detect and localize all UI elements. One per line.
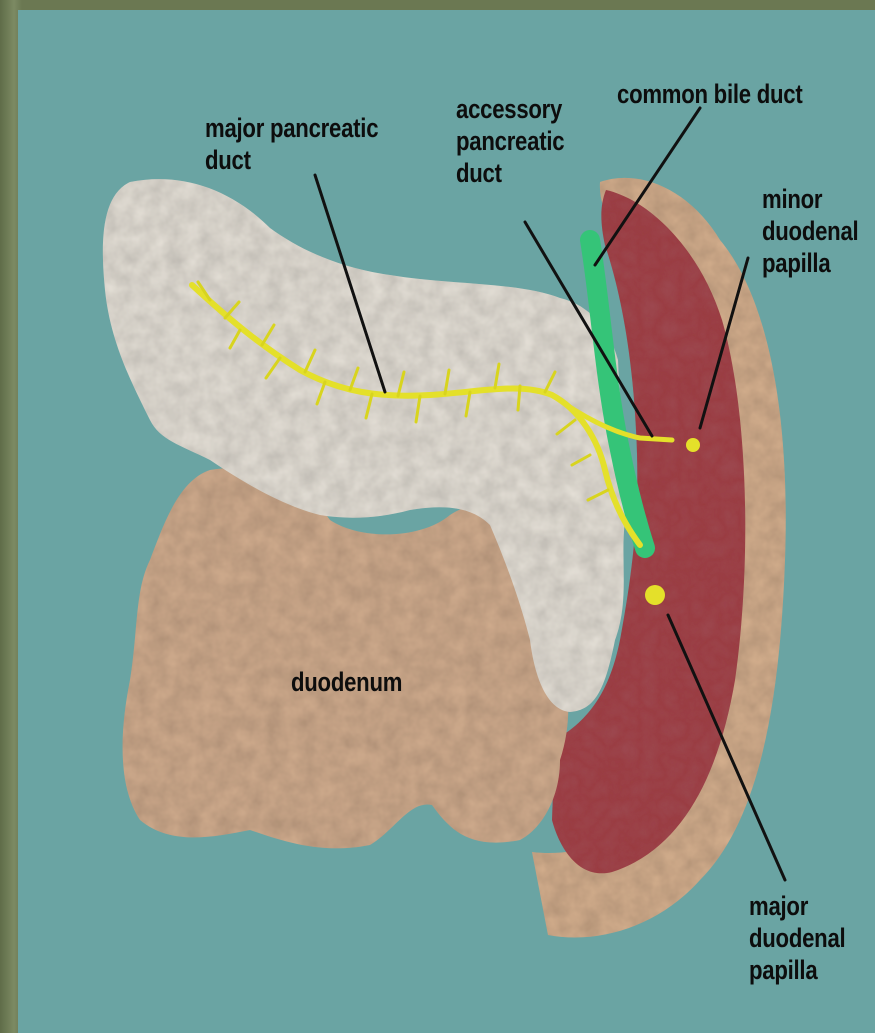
label-major-pancreatic-duct: major pancreatic duct bbox=[205, 112, 378, 176]
label-major-duodenal-papilla: major duodenal papilla bbox=[749, 890, 845, 986]
label-accessory-pancreatic-duct: accessory pancreatic duct bbox=[456, 93, 564, 189]
major-papilla-dot bbox=[645, 585, 665, 605]
minor-papilla-dot bbox=[686, 438, 700, 452]
label-duodenum: duodenum bbox=[291, 666, 402, 698]
label-common-bile-duct: common bile duct bbox=[617, 78, 802, 110]
label-minor-duodenal-papilla: minor duodenal papilla bbox=[762, 183, 858, 279]
